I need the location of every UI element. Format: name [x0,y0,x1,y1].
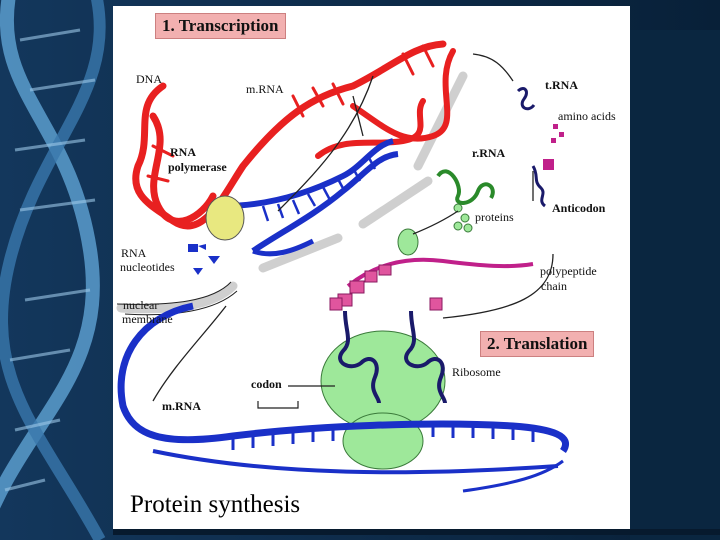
label-rna-polymerase-line2: polymerase [168,161,227,173]
rna-nucleotides [188,244,220,275]
label-anticodon: Anticodon [552,202,605,214]
label-proteins: proteins [475,211,514,223]
amino-acids [543,124,564,170]
label-polypeptide-line2: chain [541,280,567,292]
label-rna-nucleotides-line1: RNA [121,247,146,259]
label-polypeptide-line1: polypeptide [540,265,597,277]
label-codon: codon [251,378,282,390]
label-rna-polymerase-line1: RNA [170,146,196,158]
label-trna: t.RNA [545,79,578,91]
trna-free [518,89,545,206]
label-dna: DNA [136,73,162,85]
label-amino-acids: amino acids [558,110,616,122]
translation-header: 2. Translation [480,331,594,357]
rrna [438,171,493,203]
label-rna-nucleotides-line2: nucleotides [120,261,175,273]
rna-polymerase [206,196,244,240]
label-mrna-top: m.RNA [246,83,284,95]
label-ribosome: Ribosome [452,366,501,378]
transcription-header: 1. Transcription [155,13,286,39]
label-rrna: r.RNA [472,147,505,159]
label-nuclear-membrane-line2: membrane [122,313,173,325]
label-mrna-bottom: m.RNA [162,400,201,412]
codon-bracket [258,401,298,408]
label-nuclear-membrane-line1: nuclear [123,299,158,311]
figure-caption: Protein synthesis [130,491,300,519]
proteins-cluster [454,204,472,232]
